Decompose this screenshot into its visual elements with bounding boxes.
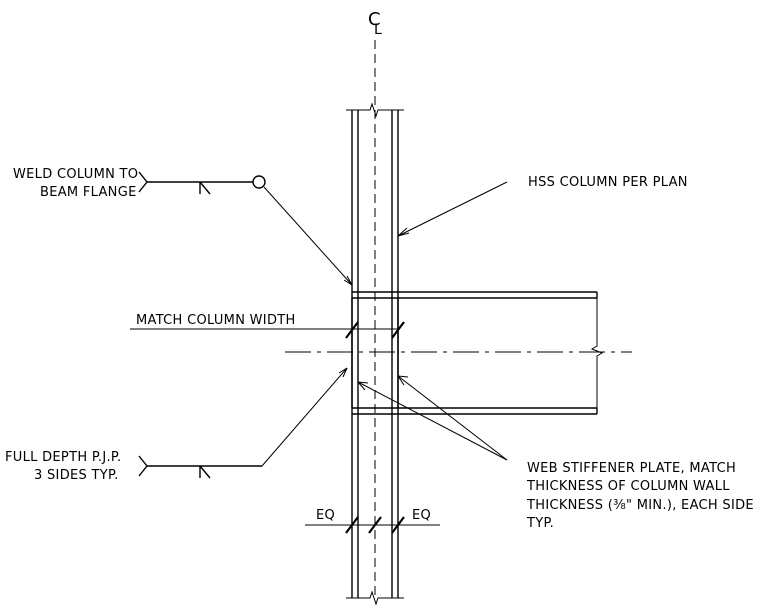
pjp-leader-arrowhead — [338, 367, 348, 378]
eq-label-left: EQ — [316, 508, 335, 523]
weld-leader-arrowhead — [343, 275, 353, 286]
pjp-tail-arrow — [138, 455, 148, 477]
web-stiffener-label-line1: WEB STIFFENER PLATE, MATCH — [527, 461, 736, 476]
match-width-tick-right — [391, 321, 405, 339]
column-bottom-break-line — [346, 590, 404, 606]
eq-tick-right — [391, 516, 405, 534]
beam-end-break-line — [590, 298, 604, 408]
stiffener-leader-left — [357, 381, 508, 461]
centerline-letter-l: L — [374, 22, 382, 38]
weld-column-label-line1: WELD COLUMN TO — [13, 167, 138, 182]
hss-leader-arrowhead — [397, 227, 410, 237]
full-depth-pjp-label-line2: 3 SIDES TYP. — [34, 468, 119, 483]
pjp-leader-line — [261, 367, 348, 467]
weld-leader-line — [263, 186, 353, 286]
web-stiffener-label-line4: TYP. — [526, 516, 554, 531]
hss-column-label: HSS COLUMN PER PLAN — [528, 175, 688, 190]
eq-label-right: EQ — [412, 508, 431, 523]
centerline-symbol: C L — [368, 9, 382, 38]
hss-leader-line — [397, 181, 508, 237]
column-top-break-line — [346, 102, 404, 118]
full-depth-pjp-label-line1: FULL DEPTH P.J.P. — [5, 450, 121, 465]
web-stiffener-label-line3: THICKNESS (⅜" MIN.), EACH SIDE — [526, 498, 754, 513]
weld-column-label-line2: BEAM FLANGE — [40, 185, 137, 200]
eq-tick-left — [345, 516, 359, 534]
stiffener-leader-left-arrowhead — [357, 381, 369, 391]
stiffener-leader-right-arrowhead — [397, 375, 409, 386]
weld-fillet-symbol — [199, 181, 211, 195]
centerline-letter-c: C — [368, 9, 381, 30]
weld-symbol-pjp — [138, 367, 348, 479]
match-width-tick-left — [345, 321, 359, 339]
eq-tick-center — [368, 516, 382, 534]
match-column-width-label: MATCH COLUMN WIDTH — [136, 313, 296, 328]
weld-all-around-circle — [252, 175, 266, 189]
weld-tail-arrow — [138, 171, 148, 193]
stiffener-leader-right — [397, 375, 508, 461]
pjp-groove-symbol — [199, 465, 211, 479]
web-stiffener-label-line2: THICKNESS OF COLUMN WALL — [526, 479, 730, 494]
weld-symbol-flange — [138, 171, 353, 286]
